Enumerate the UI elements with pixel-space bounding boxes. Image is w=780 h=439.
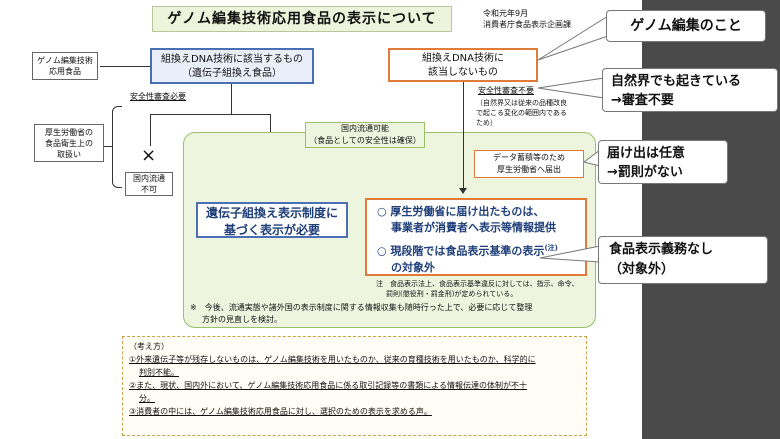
footnote-marker: (注) bbox=[544, 244, 558, 252]
gm-label-line: 基づく表示が必要 bbox=[223, 223, 320, 237]
non-gm-line2: 該当しないもの bbox=[428, 67, 498, 78]
review-note-line: ※ 今後、流通実態や諸外国の表示制度に関する情報収集も随時行った上で、必要に応じ… bbox=[190, 303, 533, 312]
connector-line bbox=[463, 82, 464, 190]
callout3-line: 届け出は任意 bbox=[607, 146, 686, 161]
gm-label-line: 遺伝子組換え表示制度に bbox=[205, 206, 338, 220]
callout2-pointer bbox=[537, 77, 605, 99]
gm-labeling-required-box: 遺伝子組換え表示制度に 基づく表示が必要 bbox=[196, 202, 348, 238]
penalty-footnote: 注 食品表示法上、食品表示基準違反に対しては、指示、命令、 罰則(懲役刑・罰金刑… bbox=[376, 279, 579, 299]
callout-voluntary: 届け出は任意 →罰則がない bbox=[598, 140, 728, 184]
gm-food-box: 組換えDNA技術に該当するもの （遺伝子組換え食品） bbox=[150, 48, 314, 84]
arrow-head bbox=[459, 188, 467, 194]
callout2-line: →審査不要 bbox=[611, 93, 674, 108]
callout3-line: →罰則がない bbox=[607, 165, 683, 180]
rationale-p2: ②また、現状、国内外において、ゲノム編集技術応用食品に係る取引記録等の書類による… bbox=[129, 381, 528, 390]
gm-box-line1: 組換えDNA技術に該当するもの bbox=[160, 54, 304, 65]
callout-no-obligation: 食品表示義務なし （対象外） bbox=[598, 236, 768, 284]
data-note-line: データ蓄積等のため bbox=[493, 153, 565, 162]
callout2-line: 自然界でも起きている bbox=[611, 74, 742, 89]
safety-required-label: 安全性審査必要 bbox=[130, 92, 186, 101]
rationale-p1: ①外来遺伝子等が残存しないものは、ゲノム編集技術を用いたものか、従来の育種技術を… bbox=[129, 355, 536, 364]
connector-line bbox=[150, 114, 271, 115]
issuer-line: 消費者庁食品表示企画課 bbox=[483, 20, 571, 29]
no-dist-line: 不可 bbox=[141, 185, 157, 194]
label-line: 取扱い bbox=[57, 149, 81, 159]
item2-line1: ○ 現段階では食品表示基準の表示 bbox=[377, 244, 545, 258]
natural-note-line: （自然界又は従来の品種改良 bbox=[476, 99, 567, 107]
natural-note-line: ため） bbox=[476, 119, 497, 127]
label-line: 厚生労働省の bbox=[45, 127, 93, 137]
connector-line bbox=[231, 84, 232, 114]
date-line: 令和元年9月 bbox=[483, 9, 529, 18]
cross-mark: × bbox=[141, 145, 157, 166]
non-gm-box: 組換えDNA技術に 該当しないもの bbox=[388, 48, 538, 82]
page-title: ゲノム編集技術応用食品の表示について bbox=[152, 6, 452, 32]
connector-line bbox=[104, 146, 112, 147]
review-note: ※ 今後、流通実態や諸外国の表示制度に関する情報収集も随時行った上で、必要に応じ… bbox=[190, 302, 532, 326]
connector-line bbox=[270, 114, 271, 146]
natural-note: （自然界又は従来の品種改良 で起こる変化の範囲内である ため） bbox=[476, 98, 567, 128]
gm-box-line2: （遺伝子組換え食品） bbox=[182, 68, 282, 79]
no-distribution-box: 国内流通不可 bbox=[125, 172, 173, 196]
domestic-caption: 国内流通可能 （食品としての安全性は確保） bbox=[305, 122, 425, 148]
domestic-line1: 国内流通可能 bbox=[341, 124, 389, 133]
label-line: ゲノム編集技術 bbox=[37, 56, 93, 65]
rationale-p3: ③消費者の中には、ゲノム編集技術応用食品に対し、選択のための表示を求める声。 bbox=[129, 407, 432, 416]
rationale-header: （考え方） bbox=[129, 342, 169, 351]
label-line: 応用食品 bbox=[48, 67, 81, 76]
item1-line2: 事業者が消費者へ表示等情報提供 bbox=[391, 221, 556, 234]
footnote-line: 罰則(懲役刑・罰金刑)が定められている。 bbox=[386, 290, 518, 298]
rationale-p1-cont: 判別不能。 bbox=[139, 368, 179, 377]
bracket bbox=[112, 106, 122, 188]
label-genome-food: ゲノム編集技術応用食品 bbox=[32, 52, 98, 80]
data-notification-box: データ蓄積等のため 厚生労働省へ届出 bbox=[474, 150, 584, 178]
connector-line bbox=[150, 114, 151, 146]
domestic-line2: （食品としての安全性は確保） bbox=[309, 136, 421, 145]
callout4-line: （対象外） bbox=[609, 262, 675, 277]
non-gm-labeling-box: ○ 厚生労働省に届け出たものは、 事業者が消費者へ表示等情報提供 ○ 現段階では… bbox=[365, 198, 587, 276]
item1-line1: ○ 厚生労働省に届け出たものは、 bbox=[377, 205, 545, 218]
item2-line2: の対象外 bbox=[391, 260, 435, 274]
no-dist-line: 国内流通 bbox=[133, 174, 165, 183]
callout-genome-editing: ゲノム編集のこと bbox=[606, 10, 766, 42]
review-note-line: 方針の見直しを検討。 bbox=[202, 315, 282, 324]
non-gm-line1: 組換えDNA技術に bbox=[421, 53, 505, 64]
date-issuer: 令和元年9月 消費者庁食品表示企画課 bbox=[483, 8, 571, 30]
rationale-p2-cont: 分。 bbox=[139, 394, 155, 403]
safety-not-required-label: 安全性審査不要 bbox=[478, 86, 534, 95]
label-mhlw-handling: 厚生労働省の食品衛生上の取扱い bbox=[34, 124, 104, 162]
rationale-box: （考え方） ①外来遺伝子等が残存しないものは、ゲノム編集技術を用いたものか、従来… bbox=[122, 336, 587, 436]
callout-no-review: 自然界でも起きている →審査不要 bbox=[602, 68, 778, 112]
data-note-line: 厚生労働省へ届出 bbox=[497, 165, 561, 174]
natural-note-line: で起こる変化の範囲内である bbox=[476, 109, 567, 117]
callout1-pointer bbox=[537, 15, 609, 61]
footnote-line: 注 食品表示法上、食品表示基準違反に対しては、指示、命令、 bbox=[376, 280, 579, 288]
connector-line bbox=[100, 66, 150, 67]
callout4-pointer bbox=[539, 245, 601, 263]
label-line: 食品衛生上の bbox=[45, 138, 93, 148]
callout4-line: 食品表示義務なし bbox=[609, 242, 714, 257]
